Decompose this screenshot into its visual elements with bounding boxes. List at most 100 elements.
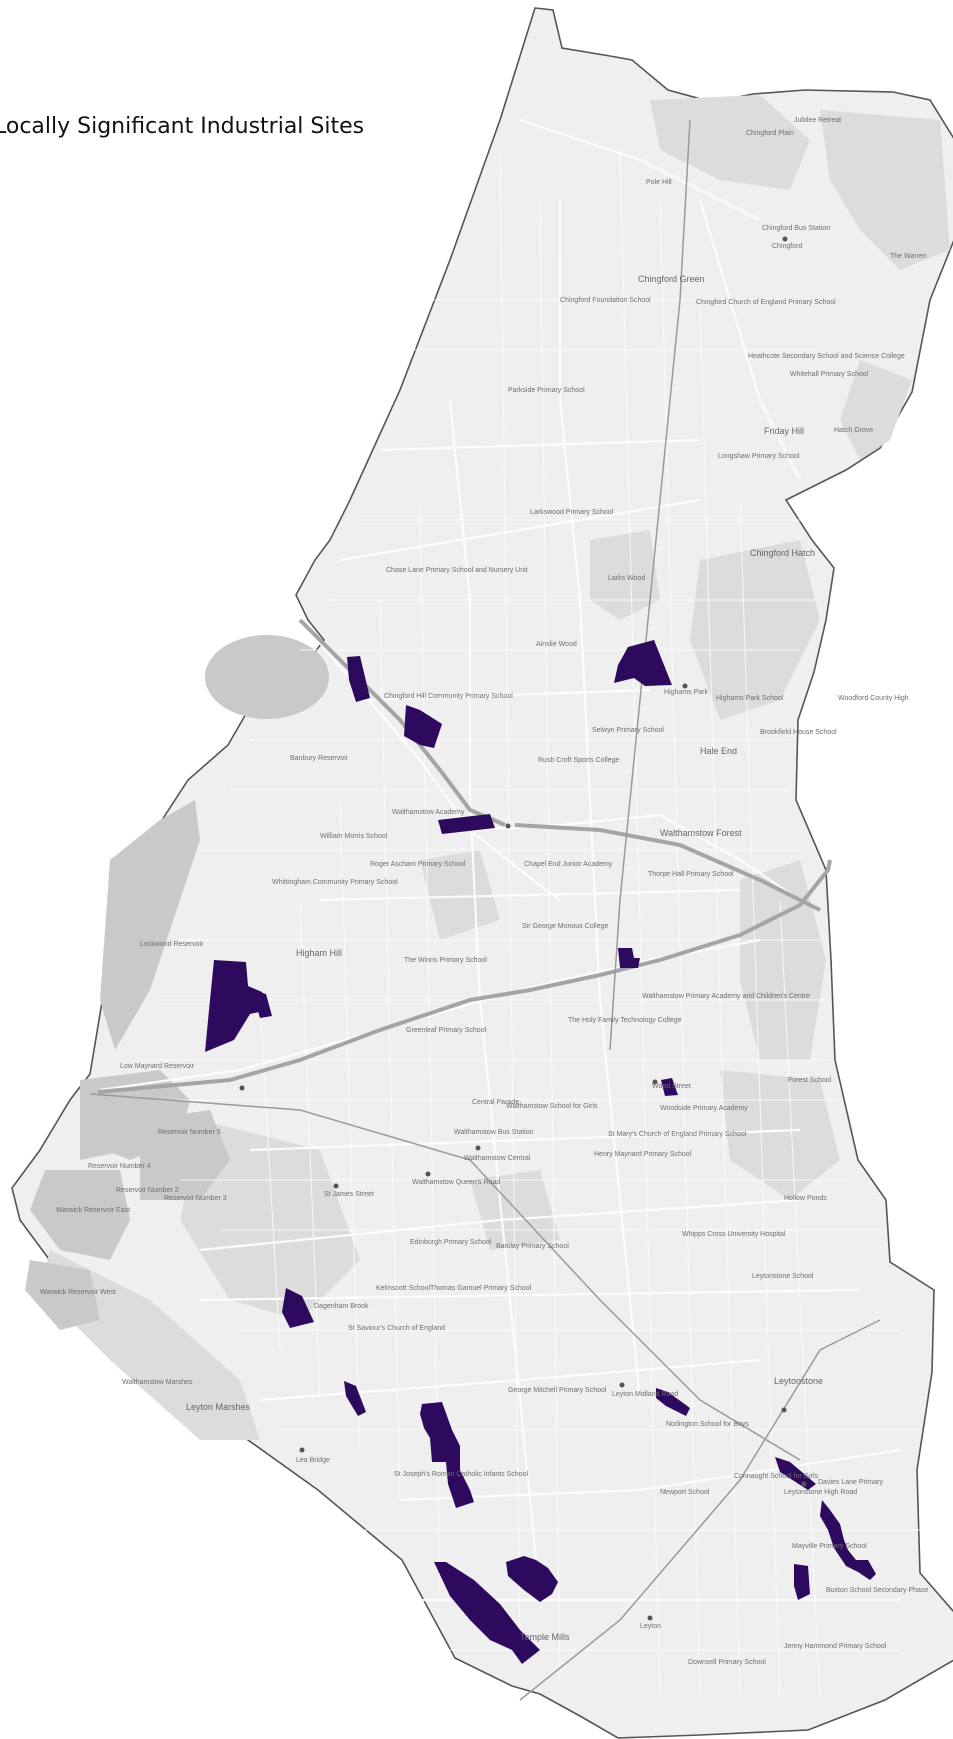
label-rush-croft: Rush Croft Sports College [538, 757, 619, 764]
label-chingford-green: Chingford Green [638, 274, 705, 284]
site-chingford-hill[interactable] [347, 656, 370, 702]
label-lea-bridge: Lea Bridge [296, 1457, 330, 1464]
site-leytonstone-strip[interactable] [820, 1500, 876, 1580]
label-norlington: Norlington School for Boys [666, 1421, 749, 1428]
label-greenleaf: Greenleaf Primary School [406, 1027, 487, 1034]
label-holy-family: The Holy Family Technology College [568, 1017, 682, 1024]
label-ainslie-wood: Ainslie Wood [536, 641, 577, 648]
site-leytonstone[interactable] [775, 1457, 816, 1490]
label-pole-hill: Pole Hill [646, 179, 672, 186]
site-leytonstone-south[interactable] [794, 1564, 810, 1600]
label-george-mitchell: George Mitchell Primary School [508, 1387, 607, 1394]
label-leyton-marshes: Leyton Marshes [186, 1402, 251, 1412]
site-dagenham-brook[interactable] [282, 1288, 314, 1328]
site-norlington[interactable] [656, 1388, 690, 1416]
label-friday-hill: Friday Hill [764, 426, 804, 436]
label-low-maynard: Low Maynard Reservoir [120, 1063, 195, 1070]
label-the-winns: The Winns Primary School [404, 957, 487, 964]
site-wood-street[interactable] [661, 1078, 678, 1096]
label-the-warren: The Warren [890, 253, 927, 260]
label-barclay-primary: Barclay Primary School [496, 1243, 569, 1250]
label-chapel-end: Chapel End Junior Academy [524, 861, 613, 868]
site-chingford-hill-south[interactable] [404, 705, 442, 748]
label-higham-hill: Higham Hill [296, 948, 342, 958]
label-walthamstow-queens-road: Walthamstow Queen's Road [412, 1179, 500, 1186]
label-chingford-bus-station: Chingford Bus Station [762, 225, 830, 232]
label-leyton-midland-road: Leyton Midland Road [612, 1391, 678, 1398]
label-banbury-reservoir: Banbury Reservoir [290, 755, 349, 762]
label-reservoir-no2: Reservoir Number 2 [116, 1187, 179, 1194]
site-hale-end-south[interactable] [618, 948, 640, 968]
site-temple-mills[interactable] [434, 1562, 540, 1664]
label-leytonstone: Leytonstone [774, 1376, 823, 1386]
label-newport-school: Newport School [660, 1489, 710, 1496]
label-jenny-hammond: Jenny Hammond Primary School [784, 1643, 887, 1650]
label-sir-george-monoux: Sir George Monoux College [522, 923, 608, 930]
label-henry-maynard: Henry Maynard Primary School [594, 1151, 692, 1158]
label-longshaw-primary: Longshaw Primary School [718, 453, 800, 460]
place-labels: Jubilee Retreat Chingford Plain Pole Hil… [40, 117, 928, 1666]
site-highams-park[interactable] [614, 640, 672, 686]
station-markers [239, 236, 807, 1621]
label-walthamstow-academy: Walthamstow Academy [392, 809, 465, 816]
label-warwick-east: Warwick Reservoir East [56, 1207, 130, 1214]
label-reservoir-no5: Reservoir Number 5 [158, 1129, 221, 1136]
label-reservoir-no4: Reservoir Number 4 [88, 1163, 151, 1170]
label-thomas-gamuel: Thomas Gamuel Primary School [430, 1285, 532, 1292]
label-hollow-ponds: Hollow Ponds [784, 1195, 827, 1202]
site-higham-hill[interactable] [205, 960, 268, 1052]
reservoirs-layer [25, 635, 329, 1330]
label-forest-school: Forest School [788, 1077, 832, 1084]
label-william-morris: William Morris School [320, 833, 388, 840]
label-davies-lane: Davies Lane Primary [818, 1479, 883, 1486]
label-whitehall-primary: Whitehall Primary School [790, 371, 869, 378]
label-highams-park: Highams Park [664, 689, 708, 696]
label-wood-street: Wood Street [652, 1083, 691, 1090]
label-hale-end: Hale End [700, 746, 737, 756]
label-st-marys: St Mary's Church of England Primary Scho… [608, 1131, 747, 1138]
label-st-saviours: St Saviour's Church of England [348, 1325, 445, 1332]
label-chingford-foundation: Chingford Foundation School [560, 297, 651, 304]
label-woodside: Woodside Primary Academy [660, 1105, 748, 1112]
label-mayville: Mayville Primary School [792, 1543, 867, 1550]
label-temple-mills: Temple Mills [520, 1632, 570, 1642]
label-walthamstow-central: Walthamstow Central [464, 1155, 531, 1162]
label-chingford-ce: Chingford Church of England Primary Scho… [696, 299, 836, 306]
label-walthamstow-girls: Walthamstow School for Girls [506, 1103, 598, 1110]
site-leyton-west[interactable] [344, 1381, 366, 1416]
label-chingford-hatch: Chingford Hatch [750, 548, 815, 558]
label-chingford-station: Chingford [772, 243, 802, 250]
label-warwick-west: Warwick Reservoir West [40, 1289, 116, 1296]
label-st-josephs: St Joseph's Roman Catholic Infants Schoo… [394, 1471, 528, 1478]
label-heathcote: Heathcote Secondary School and Science C… [748, 353, 905, 360]
label-connaught: Connaught School for Girls [734, 1473, 819, 1480]
site-higham-hill-east[interactable] [252, 990, 272, 1018]
label-central-parade: Central Parade [472, 1099, 519, 1106]
label-walthamstow-bus-station: Walthamstow Bus Station [454, 1129, 534, 1136]
label-buxton: Buxton School Secondary Phase [826, 1587, 928, 1594]
label-leytonstone-high-road: Leytonstone High Road [784, 1489, 857, 1496]
label-hatch-grove: Hatch Grove [834, 427, 873, 434]
label-larkswood-primary: Larkswood Primary School [530, 509, 614, 516]
label-woodford-county: Woodford County High [838, 695, 909, 702]
label-kelmscott: Kelmscott School [376, 1285, 431, 1292]
site-leyton-central[interactable] [420, 1402, 474, 1508]
label-chingford-hill: Chingford Hill Community Primary School [384, 693, 513, 700]
label-selwyn-primary: Selwyn Primary School [592, 727, 664, 734]
map-title: Locally Significant Industrial Sites [0, 114, 365, 139]
site-leyton-south[interactable] [506, 1556, 558, 1602]
label-highams-park-school: Highams Park School [716, 695, 784, 702]
label-parkside-primary: Parkside Primary School [508, 387, 585, 394]
label-chingford-plain: Chingford Plain [746, 130, 794, 137]
site-walthamstow-academy[interactable] [438, 814, 495, 834]
label-downsell: Downsell Primary School [688, 1659, 766, 1666]
industrial-sites-layer[interactable] [205, 640, 876, 1664]
label-whittingham: Whittingham Community Primary School [272, 879, 398, 886]
label-leyton: Leyton [640, 1623, 661, 1630]
label-walthamstow-marshes: Walthamstow Marshes [122, 1379, 193, 1386]
label-dagenham-brook: Dagenham Brook [314, 1303, 369, 1310]
label-leytonstone-school: Leytonstone School [752, 1273, 814, 1280]
label-st-james-street: St James Street [324, 1191, 374, 1198]
label-roger-ascham: Roger Ascham Primary School [370, 861, 466, 868]
